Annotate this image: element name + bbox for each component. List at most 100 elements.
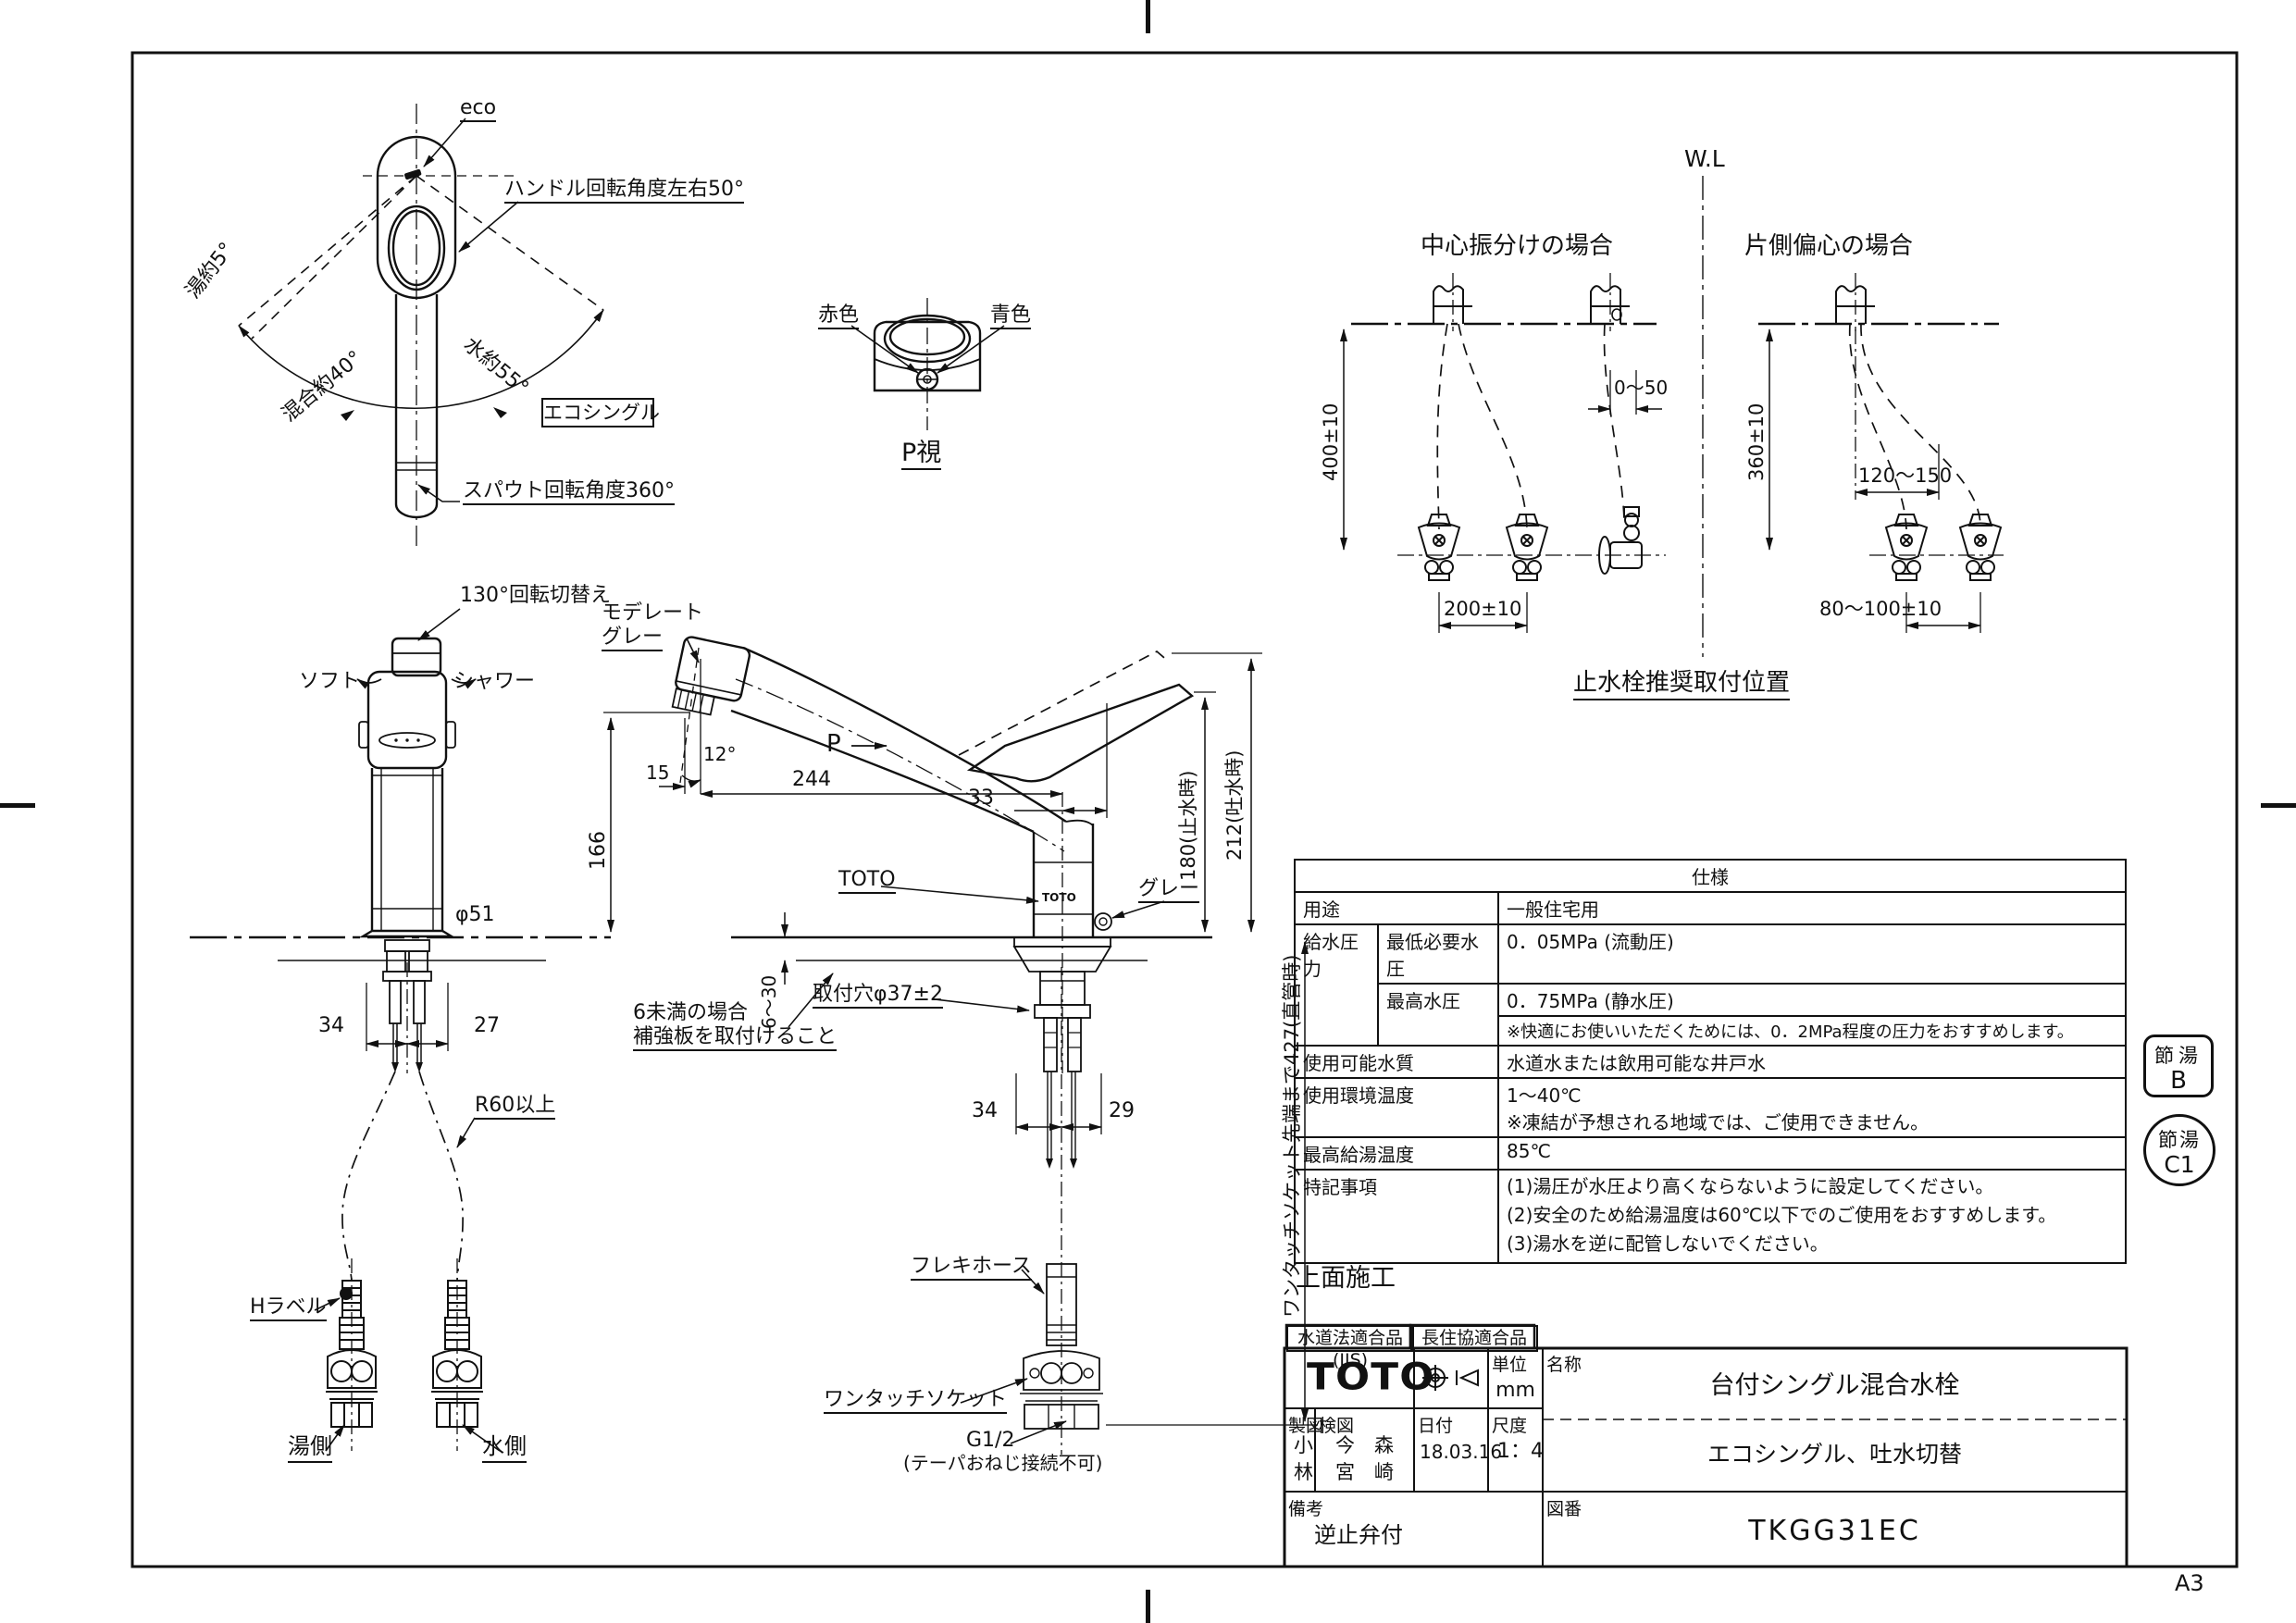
g12-label: G1/2 (966, 1429, 1015, 1452)
blue-label: 青色 (990, 304, 1032, 330)
spec-notes-value: (1)湯圧が水圧より高くならないように設定してください。 (2)安全のため給湯温… (1497, 1169, 2127, 1264)
toto-body-mark: TOTO (1042, 891, 1076, 904)
p-view-caption: P視 (901, 439, 942, 471)
handle-top-view (238, 104, 604, 548)
dim-360: 360±10 (1745, 403, 1768, 481)
spec-maxtemp-label: 最高給湯温度 (1294, 1136, 1499, 1171)
jis-tag: 水道法適合品(JIS) (1286, 1325, 1414, 1370)
setsuyu-b-text: 節湯 (2154, 1045, 2203, 1067)
top-surface-note: 上面施工 (1296, 1264, 1396, 1293)
chojukyo-tag: 長住協適合品 (1410, 1325, 1538, 1352)
spec-temp-value: 1〜40℃ ※凍結が予想される地域では、ご使用できません。 (1497, 1077, 2127, 1138)
sheet-size-label: A3 (2175, 1570, 2204, 1596)
dim-29-side: 29 (1109, 1099, 1135, 1122)
third-angle-projection-icon (1422, 1365, 1479, 1391)
setsuyu-c1-text: 節湯 (2158, 1129, 2201, 1151)
spec-pressure-note: ※快適にお使いいただくためには、0．2MPa程度の圧力をおすすめします。 (1497, 1015, 2127, 1047)
date-label: 日付 (1418, 1416, 1454, 1436)
install-diagrams (1340, 176, 2004, 657)
setsuyu-b-class: B (2170, 1067, 2187, 1095)
dim-15: 15 (646, 762, 670, 784)
handle-rotation-label: ハンドル回転角度左右50° (504, 178, 744, 204)
scale-value: 1：4 (1497, 1440, 1544, 1463)
remarks-label: 備考 (1288, 1499, 1324, 1519)
dim-120-150: 120〜150 (1858, 465, 1953, 487)
mount-hole-label: 取付穴φ37±2 (813, 983, 943, 1010)
moderate-gray-label-1: モデレート (602, 601, 704, 625)
drafter-name: 小 林 (1294, 1434, 1313, 1484)
dim-244: 244 (792, 768, 831, 791)
center-case-title: 中心振分けの場合 (1421, 232, 1614, 260)
dwg-number: TKGG31EC (1748, 1515, 1921, 1547)
gray-label: グレー (1138, 877, 1200, 904)
h-label: Hラベル (250, 1295, 327, 1322)
dim-34-side: 34 (972, 1099, 998, 1122)
r60-label: R60以上 (475, 1094, 556, 1121)
setsuyu-c1-badge: 節湯 C1 (2143, 1114, 2215, 1186)
moderate-gray-label-2: グレー (602, 626, 664, 652)
spec-title: 仕様 (1294, 859, 2127, 893)
product-name: 台付シングル混合水栓 (1709, 1371, 1960, 1400)
eco-label: eco (460, 96, 497, 123)
spec-maxpressure-label: 最高水圧 (1377, 983, 1499, 1047)
spec-notes-label: 特記事項 (1294, 1169, 1499, 1264)
hot-side-label: 湯側 (288, 1433, 332, 1463)
dia51-label: φ51 (455, 903, 495, 926)
spec-water-label: 使用可能水質 (1294, 1045, 1499, 1079)
spec-use-label: 用途 (1294, 891, 1499, 925)
faucet-front-view (190, 608, 611, 1453)
toto-logo: TOTO (1307, 1355, 1435, 1399)
stop-valve-side-view (1598, 506, 1643, 575)
spec-minpressure-value: 0．05MPa (流動圧) (1497, 923, 2127, 985)
g12-note-label: (テーパおねじ接続不可) (903, 1452, 1103, 1474)
dim-180: 180(止水時) (1177, 770, 1199, 881)
unit-label: 単位 (1492, 1355, 1528, 1375)
dim-400: 400±10 (1320, 403, 1342, 481)
checker-label: 検図 (1319, 1416, 1355, 1436)
dim-34-front: 34 (318, 1014, 344, 1037)
spec-maxtemp-value: 85℃ (1497, 1136, 2127, 1171)
red-label: 赤色 (818, 304, 860, 330)
dim-33: 33 (968, 787, 994, 810)
soft-label: ソフト (299, 670, 361, 693)
setsuyu-b-badge: 節湯 B (2143, 1035, 2214, 1097)
spec-maxpressure-value: 0．75MPa (静水圧) (1497, 983, 2127, 1017)
wl-label: W.L (1684, 145, 1725, 172)
p-direction-label: P (826, 730, 841, 758)
remarks-value: 逆止弁付 (1314, 1522, 1403, 1548)
setsuyu-c1-class: C1 (2164, 1151, 2195, 1178)
one-touch-socket-label: ワンタッチソケット (824, 1388, 1008, 1415)
flex-hose-label: フレキホース (911, 1255, 1032, 1282)
dwg-label: 図番 (1546, 1499, 1582, 1519)
reinforce-note-2: 補強板を取付けること (633, 1025, 838, 1052)
dim-166: 166 (587, 831, 610, 870)
eco-single-badge: エコシングル (541, 398, 660, 427)
date-value: 18.03.16 (1420, 1441, 1503, 1463)
product-subname: エコシングル、吐水切替 (1706, 1441, 1962, 1468)
stop-valve-caption: 止水栓推奨取付位置 (1573, 669, 1791, 700)
shower-label: シャワー (453, 670, 536, 693)
rotate-switch-label: 130°回転切替え (460, 584, 611, 607)
spout-rotation-label: スパウト回転角度360° (463, 479, 675, 506)
dim-0-50: 0〜50 (1614, 377, 1669, 399)
cold-side-label: 水側 (482, 1433, 527, 1463)
spec-use-value: 一般住宅用 (1497, 891, 2127, 925)
dim-6-30: 6〜30 (758, 974, 780, 1029)
spec-pressure-label: 給水圧力 (1294, 923, 1379, 1047)
name-label: 名称 (1546, 1355, 1582, 1375)
dim-12deg: 12° (703, 743, 737, 765)
offset-case-title: 片側偏心の場合 (1744, 232, 1914, 260)
spec-temp-label: 使用環境温度 (1294, 1077, 1499, 1138)
unit-value: mm (1496, 1379, 1535, 1402)
dim-212: 212(吐水時) (1223, 750, 1246, 861)
toto-leader-label: TOTO (838, 868, 896, 895)
drafter-label: 製図 (1288, 1416, 1324, 1436)
p-view-drawing (850, 298, 1005, 430)
spec-water-value: 水道水または飲用可能な井戸水 (1497, 1045, 2127, 1079)
checker-names: 今 森 宮 崎 (1335, 1434, 1394, 1484)
reinforce-note-1: 6未満の場合 (633, 1001, 748, 1024)
spec-minpressure-label: 最低必要水圧 (1377, 923, 1499, 985)
dim-27-front: 27 (474, 1014, 500, 1037)
